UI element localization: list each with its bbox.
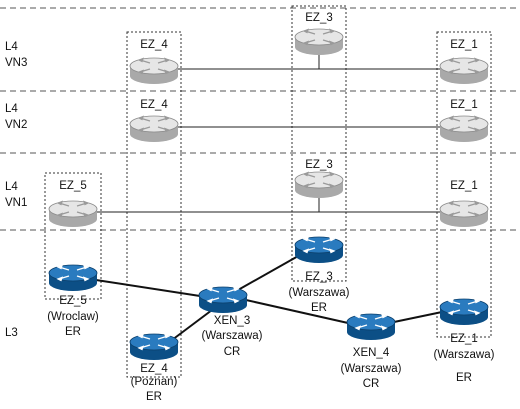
virtual-router-vn3-ez3-icon [294,28,344,56]
virtual-router-vn3-ez3-label: EZ_3 [305,12,333,24]
virtual-router-vn3-ez1-label: EZ_1 [450,39,478,51]
physical-router-xen3-role: CR [224,346,241,358]
virtual-router-vn3-ez4-label: EZ_4 [140,39,168,51]
layer-label-l3: L3 [5,327,18,339]
layer-label-vn2-line1: L4 [5,103,18,115]
virtual-router-vn2-ez1-label: EZ_1 [450,99,478,111]
virtual-router-vn2-ez4-icon [129,115,179,143]
virtual-router-vn1-ez1-icon [439,200,489,228]
layer-label-vn1-line2: VN1 [5,197,27,209]
layer-label-vn3-line2: VN3 [5,57,27,69]
physical-link-ez5-xen3 [95,279,201,297]
virtual-router-vn1-ez5-label: EZ_5 [59,180,87,192]
physical-router-ez4-city: (Poznan) [131,376,178,388]
layer-label-vn1-line1: L4 [5,181,18,193]
physical-router-ez3-name: EZ_3 [305,271,333,283]
physical-router-ez5-role: ER [65,326,81,338]
physical-router-ez1-role: ER [456,372,472,384]
layer-label-vn2-line2: VN2 [5,119,27,131]
virtual-router-vn1-ez1-label: EZ_1 [450,180,478,192]
physical-link-xen3-ez3 [237,254,301,291]
physical-router-ez4-role: ER [146,391,162,403]
node-group-box-ez3 [291,5,347,282]
physical-router-ez4-icon [129,333,179,361]
physical-router-ez5-icon [48,264,98,292]
physical-router-ez3-city: (Warszawa) [289,287,350,299]
physical-router-xen4-icon [346,313,396,341]
physical-router-ez4-name: EZ_4 [140,363,168,375]
physical-router-xen3-city: (Warszawa) [202,330,263,342]
physical-link-xen3-xen4 [245,299,349,324]
layer-label-vn3-line1: L4 [5,41,18,53]
virtual-router-vn3-ez1-icon [439,57,489,85]
physical-router-xen3-name: XEN_3 [214,315,250,327]
virtual-router-vn1-ez3-icon [294,171,344,199]
physical-router-xen4-role: CR [363,378,380,390]
virtual-router-vn1-ez5-icon [48,200,98,228]
virtual-router-vn2-ez4-label: EZ_4 [140,99,168,111]
physical-router-ez1-city: (Warszawa) [434,349,495,361]
physical-router-ez1-name: EZ_1 [450,333,478,345]
physical-router-xen4-name: XEN_4 [353,347,390,359]
node-group-box-ez4 [126,31,182,378]
virtual-router-vn1-ez3-label: EZ_3 [305,159,333,171]
virtual-router-vn2-ez1-icon [439,115,489,143]
node-group-box-ez1 [436,31,492,338]
physical-router-xen3-icon [198,286,248,314]
physical-router-ez5-city: (Wroclaw) [47,311,99,323]
physical-router-ez1-icon [439,298,489,326]
physical-router-ez5-name: EZ_5 [59,295,87,307]
virtual-router-vn3-ez4-icon [129,57,179,85]
physical-router-ez3-role: ER [311,302,327,314]
physical-link-ez4-xen3 [171,309,213,341]
node-group-box-ez5 [44,172,102,300]
physical-link-xen4-ez1 [393,311,443,323]
physical-router-ez3-icon [294,236,344,264]
physical-router-xen4-city: (Warszawa) [341,363,402,375]
